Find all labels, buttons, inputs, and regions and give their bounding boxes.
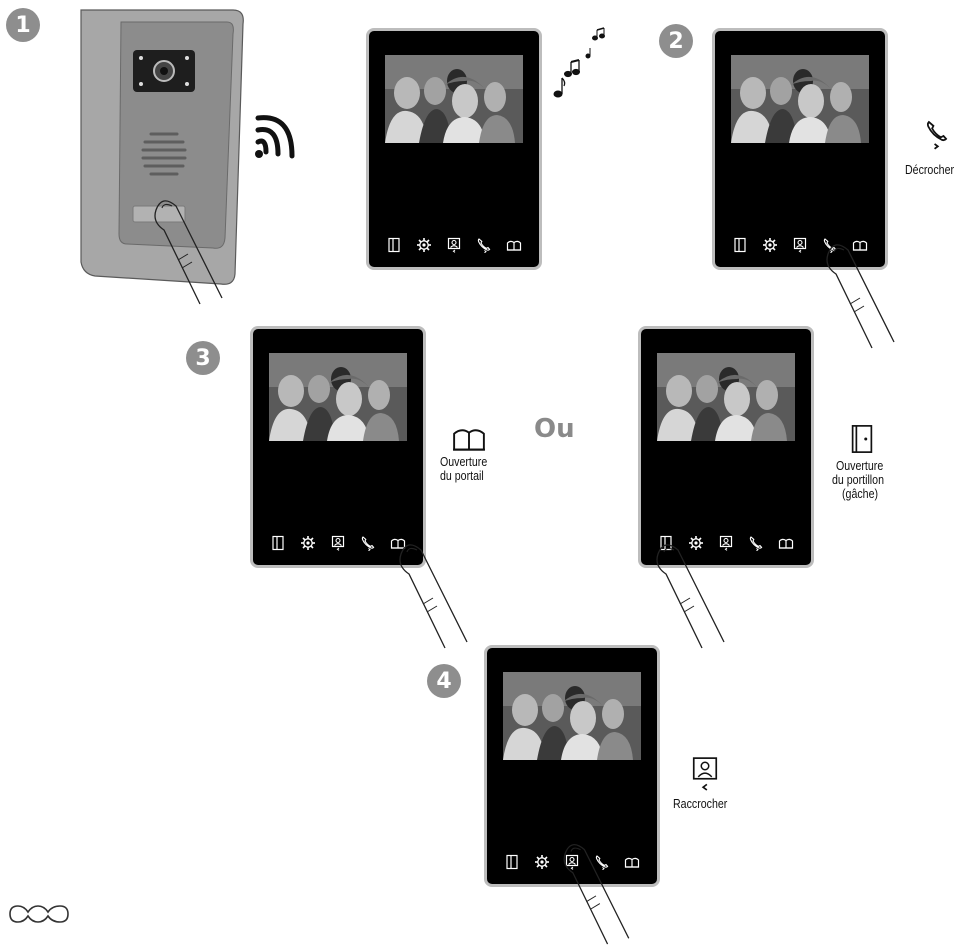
label-portillon-line3: (gâche) xyxy=(842,487,879,501)
indoor-monitor-open-door xyxy=(638,326,814,568)
label-portillon-line2: du portillon xyxy=(832,473,884,487)
video-screen xyxy=(269,353,407,441)
video-screen xyxy=(731,55,869,143)
wireless-signal-icon xyxy=(255,115,295,159)
gear-icon[interactable] xyxy=(762,237,778,253)
gear-icon[interactable] xyxy=(416,237,432,253)
indoor-monitor-hang-up xyxy=(484,645,660,887)
label-portail-line2: du portail xyxy=(440,469,484,483)
label-portail-line1: Ouverture xyxy=(440,455,488,469)
indoor-monitor-open-gate xyxy=(250,326,426,568)
pressing-finger-hangup xyxy=(556,840,636,946)
video-screen xyxy=(657,353,795,441)
door-icon[interactable] xyxy=(504,854,520,870)
phone-icon[interactable] xyxy=(748,535,764,551)
video-screen xyxy=(503,672,641,760)
contact-icon[interactable] xyxy=(330,535,346,551)
label-portillon-line1: Ouverture xyxy=(836,459,884,473)
gate-icon[interactable] xyxy=(506,237,522,253)
step-badge-1: 1 xyxy=(6,8,40,42)
label-decrocher: Décrocher xyxy=(905,163,955,177)
or-separator: Ou xyxy=(534,414,575,444)
door-legend-icon xyxy=(851,425,873,453)
outdoor-door-station xyxy=(75,6,255,288)
pressing-finger-door xyxy=(650,540,730,650)
indoor-monitor-ringing xyxy=(366,28,542,270)
gate-legend-icon xyxy=(453,429,485,451)
pressing-finger-doorbell xyxy=(148,196,228,306)
step-badge-2: 2 xyxy=(659,24,693,58)
video-screen xyxy=(385,55,523,143)
phone-icon[interactable] xyxy=(360,535,376,551)
pressing-finger-gate xyxy=(393,540,473,650)
indoor-monitor-answer xyxy=(712,28,888,270)
hang-up-legend-icon xyxy=(692,757,718,791)
step-badge-4: 4 xyxy=(427,664,461,698)
gate-icon[interactable] xyxy=(778,535,794,551)
door-icon[interactable] xyxy=(386,237,402,253)
contact-icon[interactable] xyxy=(446,237,462,253)
phone-pickup-icon xyxy=(926,120,948,150)
gear-icon[interactable] xyxy=(300,535,316,551)
contact-icon[interactable] xyxy=(792,237,808,253)
step-badge-3: 3 xyxy=(186,341,220,375)
phone-icon[interactable] xyxy=(476,237,492,253)
pressing-finger-phone xyxy=(820,240,900,350)
label-raccrocher: Raccrocher xyxy=(673,797,728,811)
brand-logo-icon xyxy=(9,905,69,923)
music-notes-icon xyxy=(553,27,605,98)
gear-icon[interactable] xyxy=(534,854,550,870)
door-icon[interactable] xyxy=(732,237,748,253)
door-icon[interactable] xyxy=(270,535,286,551)
